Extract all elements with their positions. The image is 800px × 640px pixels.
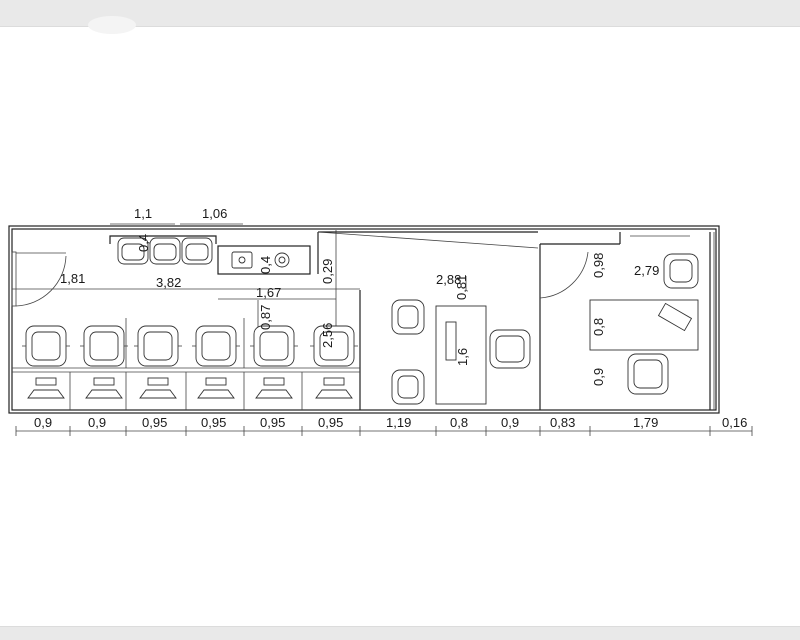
dim-interior-14: 0,8 <box>591 318 606 336</box>
dim-interior-3: 1,67 <box>256 285 281 300</box>
manager-office <box>589 235 699 395</box>
office-chair-icon <box>149 237 181 265</box>
dim-bottom-12: 0,16 <box>722 415 747 430</box>
dim-interior-4: 0,87 <box>258 305 273 330</box>
dim-bottom-4: 0,95 <box>201 415 226 430</box>
dim-bottom-6: 0,95 <box>318 415 343 430</box>
computer-monitor-icon <box>197 377 235 399</box>
workstation-row <box>12 318 360 410</box>
dim-bottom-7: 1,19 <box>386 415 411 430</box>
viewer-bottom-bar <box>0 626 800 640</box>
office-chair-icon <box>117 237 149 265</box>
entrance-door <box>11 251 67 307</box>
dim-interior-2: 3,82 <box>156 275 181 290</box>
viewer-top-bar <box>0 0 800 34</box>
dim-bottom-9: 0,9 <box>501 415 519 430</box>
dim-bottom-8: 0,8 <box>450 415 468 430</box>
bathroom <box>217 245 311 275</box>
dim-interior-7: 0,4 <box>258 256 273 274</box>
dim-bottom-5: 0,95 <box>260 415 285 430</box>
dim-bottom-1: 0,9 <box>34 415 52 430</box>
office-chair-icon <box>134 325 182 367</box>
dim-interior-15: 0,9 <box>591 368 606 386</box>
office-chair-icon <box>192 325 240 367</box>
office-chair-icon <box>391 299 425 335</box>
dim-bottom-11: 1,79 <box>633 415 658 430</box>
inner-wall-line <box>11 228 717 411</box>
dim-interior-1: 1,81 <box>60 271 85 286</box>
dim-top-1: 1,1 <box>134 206 152 221</box>
office-chair-icon <box>489 329 531 369</box>
dim-interior-12: 0,98 <box>591 253 606 278</box>
top-bar-highlight <box>88 16 136 34</box>
dim-interior-9: 2,88 <box>436 272 461 287</box>
door-swing-icon <box>15 255 67 307</box>
office-chair-icon <box>22 325 70 367</box>
dim-top-2: 1,06 <box>202 206 227 221</box>
office-chair-icon <box>310 325 358 367</box>
computer-monitor-icon <box>315 377 353 399</box>
office-chair-icon <box>250 325 298 367</box>
computer-monitor-icon <box>27 377 65 399</box>
computer-monitor-icon <box>139 377 177 399</box>
dim-interior-10: 0,81 <box>454 275 469 300</box>
office-chair-icon <box>391 369 425 405</box>
office-chair-icon <box>627 353 669 395</box>
computer-monitor-icon <box>255 377 293 399</box>
office-chair-icon <box>181 237 213 265</box>
dim-interior-5: 2,56 <box>320 323 335 348</box>
door-swing-icon <box>539 251 589 299</box>
computer-monitor-icon <box>85 377 123 399</box>
dim-interior-8: 0,29 <box>320 259 335 284</box>
dim-bottom-3: 0,95 <box>142 415 167 430</box>
dim-bottom-2: 0,9 <box>88 415 106 430</box>
outer-wall <box>8 225 720 414</box>
dim-interior-11: 1,6 <box>455 348 470 366</box>
top-alcove: 1,1 1,06 <box>109 206 243 265</box>
meeting-table <box>435 305 487 405</box>
computer-monitor-icon <box>445 321 457 361</box>
computer-monitor-icon <box>657 302 693 332</box>
meeting-area <box>391 299 531 405</box>
office-chair-icon <box>663 253 699 289</box>
office-chair-icon <box>80 325 128 367</box>
dim-bottom-10: 0,83 <box>550 415 575 430</box>
dim-interior-13: 2,79 <box>634 263 659 278</box>
dim-interior-6: 0,4 <box>136 234 151 252</box>
